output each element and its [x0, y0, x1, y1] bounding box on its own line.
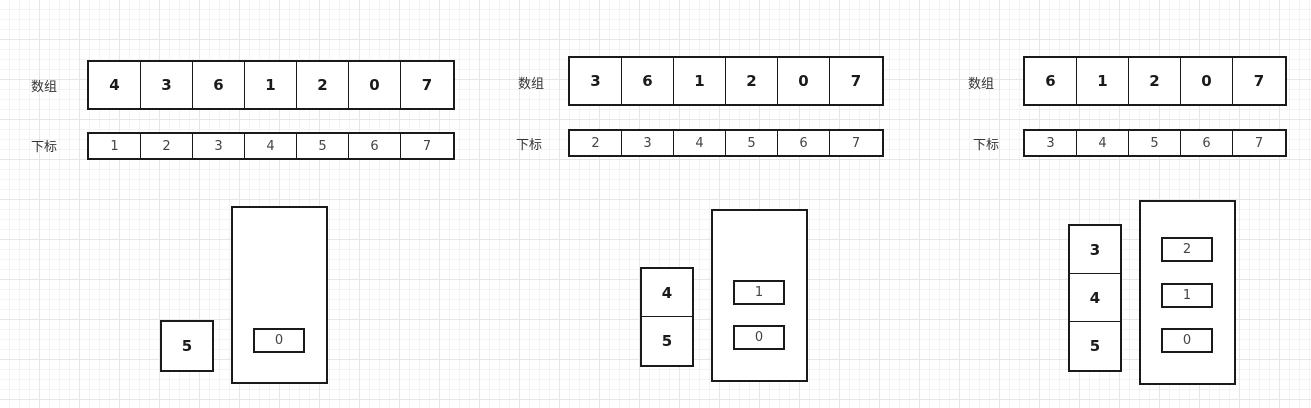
array-cell: 4	[89, 62, 141, 108]
index-cell: 4	[674, 131, 726, 155]
index-cell: 5	[297, 134, 349, 158]
array-cell: 3	[570, 58, 622, 104]
index-cell: 6	[349, 134, 401, 158]
array-cell: 0	[778, 58, 830, 104]
bucket-item: 0	[1161, 328, 1213, 353]
array-cell: 1	[245, 62, 297, 108]
panel-2: 数组 3 6 1 2 0 7 下标 2 3 4 5 6 7 4 5 1 0	[480, 0, 910, 408]
array-cell: 7	[421, 76, 433, 94]
stack-cell: 5	[181, 337, 193, 355]
array-cell: 6	[622, 58, 674, 104]
stack: 4 5	[640, 267, 694, 367]
index-cell: 6	[1181, 131, 1233, 155]
stack: 3 4 5	[1068, 224, 1122, 372]
stack-cell: 4	[642, 269, 692, 317]
array-row: 3 6 1 2 0 7	[568, 56, 884, 106]
bucket-item: 1	[733, 280, 785, 305]
bucket-item: 0	[733, 325, 785, 350]
index-row: 1 2 3 4 5 6 7	[87, 132, 455, 160]
index-cell: 7	[1254, 135, 1264, 151]
panel-3: 数组 6 1 2 0 7 下标 3 4 5 6 7 3 4 5 2 1 0	[910, 0, 1311, 408]
array-cell: 2	[726, 58, 778, 104]
index-cell: 2	[141, 134, 193, 158]
stack: 5	[160, 320, 214, 372]
array-cell: 1	[1077, 58, 1129, 104]
bucket-item: 1	[1161, 283, 1213, 308]
array-cell: 1	[674, 58, 726, 104]
index-cell: 1	[89, 134, 141, 158]
array-label: 数组	[31, 80, 58, 95]
array-cell: 7	[1253, 72, 1265, 90]
bucket-item: 2	[1161, 237, 1213, 262]
panel-1: 数组 4 3 6 1 2 0 7 下标 1 2 3 4 5 6 7 5 0	[0, 0, 480, 408]
index-label: 下标	[973, 138, 1000, 153]
index-row: 2 3 4 5 6 7	[568, 129, 884, 157]
index-cell: 5	[1129, 131, 1181, 155]
stack-cell: 3	[1070, 226, 1120, 274]
array-cell: 0	[1181, 58, 1233, 104]
index-cell: 6	[778, 131, 830, 155]
index-cell: 3	[193, 134, 245, 158]
array-label: 数组	[518, 77, 545, 92]
index-label: 下标	[516, 138, 543, 153]
index-cell: 7	[851, 135, 861, 151]
index-label: 下标	[31, 140, 58, 155]
stack-cell: 5	[1089, 337, 1101, 355]
index-cell: 5	[726, 131, 778, 155]
array-cell: 6	[1025, 58, 1077, 104]
bucket: 0	[231, 206, 328, 384]
index-cell: 4	[1077, 131, 1129, 155]
index-cell: 3	[1025, 131, 1077, 155]
index-cell: 2	[570, 131, 622, 155]
array-cell: 7	[850, 72, 862, 90]
array-cell: 6	[193, 62, 245, 108]
array-row: 4 3 6 1 2 0 7	[87, 60, 455, 110]
index-row: 3 4 5 6 7	[1023, 129, 1287, 157]
bucket: 1 0	[711, 209, 808, 382]
array-cell: 2	[297, 62, 349, 108]
bucket: 2 1 0	[1139, 200, 1236, 385]
index-cell: 3	[622, 131, 674, 155]
array-row: 6 1 2 0 7	[1023, 56, 1287, 106]
bucket-item: 0	[253, 328, 305, 353]
stack-cell: 5	[661, 332, 673, 350]
array-cell: 0	[349, 62, 401, 108]
stack-cell: 4	[1070, 274, 1120, 322]
index-cell: 7	[422, 138, 432, 154]
array-cell: 2	[1129, 58, 1181, 104]
array-cell: 3	[141, 62, 193, 108]
index-cell: 4	[245, 134, 297, 158]
array-label: 数组	[968, 77, 995, 92]
